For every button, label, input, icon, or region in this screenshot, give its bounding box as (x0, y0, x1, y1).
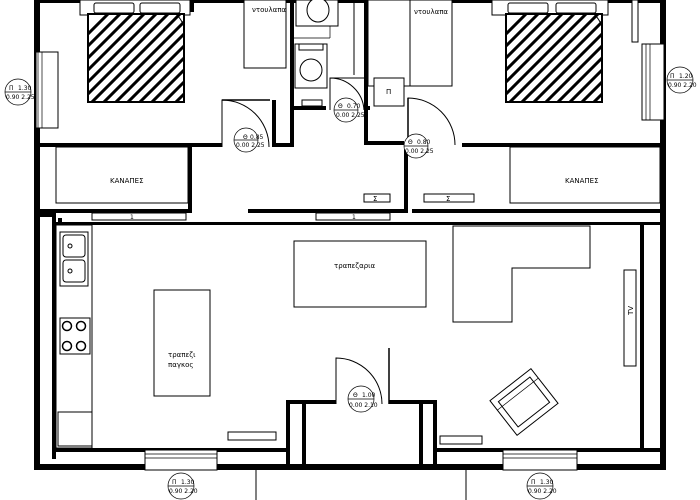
window-br-dims: 0.90 2.20 (528, 488, 557, 495)
tv-label: TV (627, 306, 635, 316)
window-br-type: Π (531, 479, 536, 486)
wardrobe-left-label: ντουλαπα (252, 6, 286, 14)
bed-hatch-right (506, 14, 602, 102)
island-label-2: παγκος (168, 361, 194, 369)
door-bed-right-type: Θ (408, 139, 413, 146)
window-left-type: Π (9, 85, 14, 92)
door-entrance-w: 1.00 (362, 392, 376, 399)
outer-walls (34, 0, 666, 470)
door-bath-type: Θ (338, 103, 343, 110)
door-entrance-dims: 0.00 2.10 (349, 402, 378, 409)
radiator-right (439, 435, 483, 445)
shower-label: Π (386, 88, 391, 96)
soffit-left (91, 212, 187, 221)
window-bl-w: 1.30 (181, 479, 195, 486)
door-bed-right-w: 0.80 (417, 139, 431, 146)
window-right-type: Π (670, 73, 675, 80)
door-bath-dims: 0.00 2.25 (336, 112, 365, 119)
radiator-left (227, 431, 277, 441)
door-bed-left-type: Θ (243, 134, 248, 141)
shelf-right-label: Σ (446, 195, 450, 203)
door-entrance-type: Θ (353, 392, 358, 399)
toilet-bowl (306, 0, 330, 23)
sofa-left (55, 146, 189, 204)
window-tag-bottom-left: Π 1.30 0.90 2.20 (167, 472, 198, 500)
window-bl-type: Π (172, 479, 177, 486)
window-left-dims: 0.90 2.25 (6, 94, 35, 101)
shower (373, 77, 405, 107)
shelf-right (423, 193, 475, 203)
wardrobe-left (243, 0, 287, 69)
door-bed-right-dims: 0.00 2.25 (405, 148, 434, 155)
island-label-1: τραπεζι (168, 351, 196, 359)
tv-unit (623, 269, 637, 367)
door-bed-left-dims: 0.00 2.25 (236, 142, 265, 149)
sofa-left-label: ΚΑΝΑΠΕΣ (110, 177, 144, 185)
window-tag-left: Π 1.30 0.90 2.25 (4, 78, 35, 106)
door-bath-w: 0.70 (347, 103, 361, 110)
bathroom: ντουλαπα Π Θ 0.70 0.00 2.25 (294, 0, 453, 123)
l-sofa (452, 225, 591, 323)
soffit-left-mark: 1 (130, 214, 134, 221)
fridge (57, 411, 93, 447)
bedroom-left: ντουλαπα ΚΑΝΑΠΕΣ 1 Θ 0.85 0.00 2.25 (55, 0, 287, 221)
window-right-w: 1.20 (679, 73, 693, 80)
sofa-right-label: ΚΑΝΑΠΕΣ (565, 177, 599, 185)
dining-label: τραπεζαρια (334, 262, 376, 270)
window-right-dims: 0.90 2.20 (668, 82, 697, 89)
kitchen-island (153, 289, 211, 397)
shelf-left (363, 193, 391, 203)
soffit-mid-mark: 1 (352, 214, 356, 221)
armchair (489, 367, 559, 437)
bedroom-right: ΚΑΝΑΠΕΣ Θ 0.80 0.00 2.25 Σ Σ 1 (315, 0, 661, 221)
soffit-mid (315, 212, 391, 221)
sofa-right (509, 146, 661, 204)
kitchen-living: τραπεζι παγκος τραπεζαρια TV Θ 1.00 0.00… (55, 224, 637, 500)
window-bl-dims: 0.90 2.20 (169, 488, 198, 495)
window-br-w: 1.30 (540, 479, 554, 486)
window-tag-right: Π 1.20 0.90 2.20 (666, 66, 697, 94)
wardrobe-right-label: ντουλαπα (414, 8, 448, 16)
shelf-left-label: Σ (373, 195, 377, 203)
window-left-w: 1.30 (18, 85, 32, 92)
bed-hatch-left (88, 14, 184, 102)
door-bed-left-w: 0.85 (250, 134, 264, 141)
window-tag-bottom-right: Π 1.30 0.90 2.20 (526, 472, 557, 500)
dining-table (293, 240, 427, 308)
